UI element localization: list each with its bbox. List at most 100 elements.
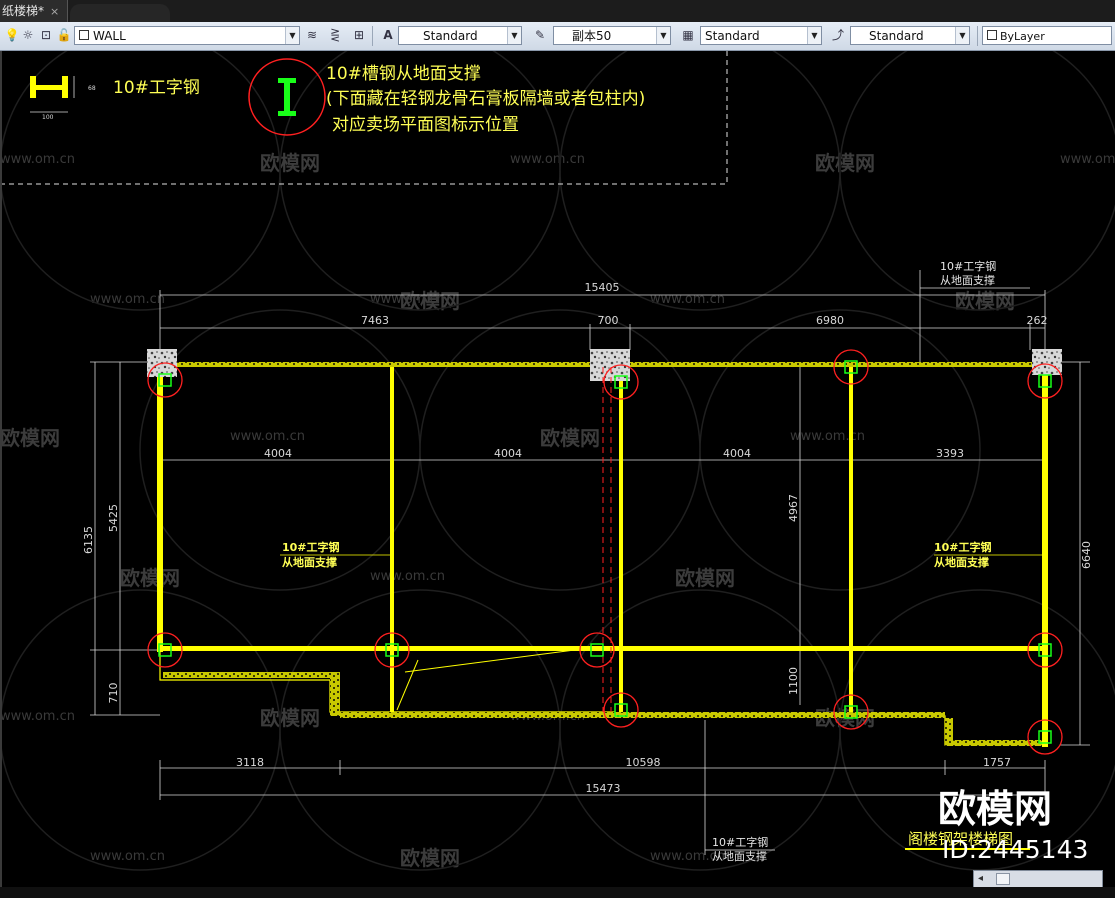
watermark-url: www.om.cn xyxy=(510,152,585,167)
watermark-layer: 欧模网 欧模网 欧模网 欧模网 欧模网 欧模网 欧模网 欧模网 欧模网 欧模网 … xyxy=(0,151,1015,870)
legend-box: 68 100 10#工字钢 10#槽钢从地面支撑 (下面藏在轻钢龙骨石膏板隔墙或… xyxy=(0,51,728,185)
dim-mid-vertical: 4967 xyxy=(787,494,800,522)
watermark-url: www.om.cn xyxy=(90,292,165,307)
properties-toolbar: 💡 ☼ ⊡ 🔓 WALL ▼ ≋ ⋛ ⊞ A Standard ▼ ✎ 副本50… xyxy=(0,22,1115,51)
dim-span-4: 3393 xyxy=(936,447,964,460)
dim-top-right: 6980 xyxy=(816,314,844,327)
document-tab-title: 纸楼梯* xyxy=(2,4,45,18)
support-marker xyxy=(147,362,183,398)
dim-top-left: 7463 xyxy=(361,314,389,327)
dimension-lines xyxy=(90,270,1090,855)
watermark-badge-brand: 欧模网 xyxy=(938,787,1052,831)
layer-dropdown[interactable]: WALL ▼ xyxy=(74,26,300,45)
command-line-strip xyxy=(0,887,1115,898)
watermark-brand: 欧模网 xyxy=(400,846,460,870)
support-marker xyxy=(1027,363,1063,399)
watermark-badge: 欧模网 ID:2445143 xyxy=(938,787,1088,864)
dim-mid-bottom: 1100 xyxy=(787,667,800,695)
dim-bottom-right: 1757 xyxy=(983,756,1011,769)
canvas-left-edge xyxy=(0,51,2,887)
watermark-brand: 欧模网 xyxy=(260,706,320,730)
document-tab[interactable]: 纸楼梯* × xyxy=(0,0,69,22)
new-tab-ghost[interactable] xyxy=(70,4,170,22)
watermark-brand: 欧模网 xyxy=(675,566,735,590)
ibeam-symbol: 68 100 xyxy=(30,76,96,121)
layer-states-icon[interactable]: ⋛ xyxy=(329,28,341,42)
watermark-brand: 欧模网 xyxy=(815,151,875,175)
scroll-left-icon[interactable]: ◂ xyxy=(978,873,984,884)
dim-span-2: 4004 xyxy=(494,447,522,460)
note-bottom-2: 从地面支撑 xyxy=(712,849,767,863)
hidden-channel-line xyxy=(602,367,612,712)
note-top-right-1: 10#工字钢 xyxy=(940,259,996,273)
watermark-url: www.om.cn xyxy=(0,709,75,724)
color-dropdown[interactable]: ByLayer xyxy=(982,26,1112,45)
layer-unlock-icon[interactable]: 🔓 xyxy=(56,28,72,42)
dim-bottom-left: 3118 xyxy=(236,756,264,769)
ibeam-dim-h: 68 xyxy=(88,85,96,92)
layer-previous-icon[interactable]: ≋ xyxy=(306,28,318,42)
text-style-dropdown[interactable]: Standard ▼ xyxy=(398,26,522,45)
dim-span-3: 4004 xyxy=(723,447,751,460)
table-style-dropdown[interactable]: Standard ▼ xyxy=(700,26,822,45)
channel-label-3: 对应卖场平面图标示位置 xyxy=(332,115,519,135)
channel-steel-symbol xyxy=(248,58,326,136)
color-dropdown-value: ByLayer xyxy=(1000,30,1045,43)
watermark-url: www.om.cn xyxy=(370,292,445,307)
watermark-url: www.om.cn xyxy=(650,292,725,307)
chevron-down-icon: ▼ xyxy=(807,27,821,44)
channel-label-1: 10#槽钢从地面支撑 xyxy=(326,64,481,84)
chevron-down-icon: ▼ xyxy=(955,27,969,44)
close-tab-icon[interactable]: × xyxy=(50,5,60,18)
layer-color-swatch xyxy=(79,30,89,40)
watermark-layer: www.om.cn www.om.cn www.om.cn www.om.cn … xyxy=(0,152,1115,864)
scrollbar-thumb[interactable] xyxy=(996,873,1010,885)
multileader-style-icon[interactable]: ⤴ xyxy=(831,28,844,42)
layer-freeze-icon[interactable]: ☼ xyxy=(22,28,34,42)
concrete-column xyxy=(1032,349,1062,375)
support-markers xyxy=(147,349,1063,755)
dimension-style-dropdown[interactable]: 副本50 ▼ xyxy=(553,26,671,45)
ibeam-label: 10#工字钢 xyxy=(113,78,200,98)
watermark-url: www.om.cn xyxy=(650,849,725,864)
horizontal-scrollbar[interactable]: ◂ xyxy=(973,870,1103,888)
support-marker xyxy=(1027,719,1063,755)
drawing-canvas[interactable]: www.om.cn www.om.cn www.om.cn www.om.cn … xyxy=(0,51,1115,887)
dimension-style-icon[interactable]: ✎ xyxy=(534,28,546,42)
dim-bottom-mid: 10598 xyxy=(626,756,661,769)
text-style-icon[interactable]: A xyxy=(383,28,393,42)
chevron-down-icon: ▼ xyxy=(507,27,521,44)
support-marker xyxy=(1027,632,1063,668)
layer-dropdown-value: WALL xyxy=(93,29,126,43)
support-marker xyxy=(374,632,410,668)
support-marker xyxy=(833,694,869,730)
note-left-2: 从地面支撑 xyxy=(282,555,337,569)
drawing-title: 阁楼钢架楼梯图 xyxy=(908,830,1013,848)
dim-overall-top: 15405 xyxy=(585,281,620,294)
annotations: 10#工字钢 从地面支撑 10#工字钢 从地面支撑 10#工字钢 从地面支撑 1… xyxy=(282,259,996,863)
dim-span-1: 4004 xyxy=(264,447,292,460)
text-style-value: Standard xyxy=(423,29,478,43)
table-style-icon[interactable]: ▦ xyxy=(682,28,694,42)
chevron-down-icon: ▼ xyxy=(285,27,299,44)
channel-label-2: (下面藏在轻钢龙骨石膏板隔墙或者包柱内) xyxy=(326,88,645,109)
multileader-style-dropdown[interactable]: Standard ▼ xyxy=(850,26,970,45)
support-marker xyxy=(603,364,639,400)
dim-right-outer: 6640 xyxy=(1080,541,1093,569)
note-bottom-1: 10#工字钢 xyxy=(712,835,768,849)
layer-lock-icon[interactable]: ⊡ xyxy=(40,28,52,42)
chevron-down-icon: ▼ xyxy=(656,27,670,44)
note-top-right-2: 从地面支撑 xyxy=(940,273,995,287)
watermark-url: www.om.cn xyxy=(790,429,865,444)
multileader-style-value: Standard xyxy=(869,29,924,43)
color-swatch xyxy=(987,30,997,40)
layer-on-icon[interactable]: 💡 xyxy=(4,28,20,42)
watermark-url: www.om.cn xyxy=(230,429,305,444)
dim-left-bottom: 710 xyxy=(107,683,120,704)
dimension-style-value: 副本50 xyxy=(572,29,612,43)
note-left-1: 10#工字钢 xyxy=(282,540,340,554)
layer-match-icon[interactable]: ⊞ xyxy=(353,28,365,42)
watermark-arcs xyxy=(0,51,1115,871)
watermark-brand: 欧模网 xyxy=(260,151,320,175)
watermark-brand: 欧模网 xyxy=(120,566,180,590)
